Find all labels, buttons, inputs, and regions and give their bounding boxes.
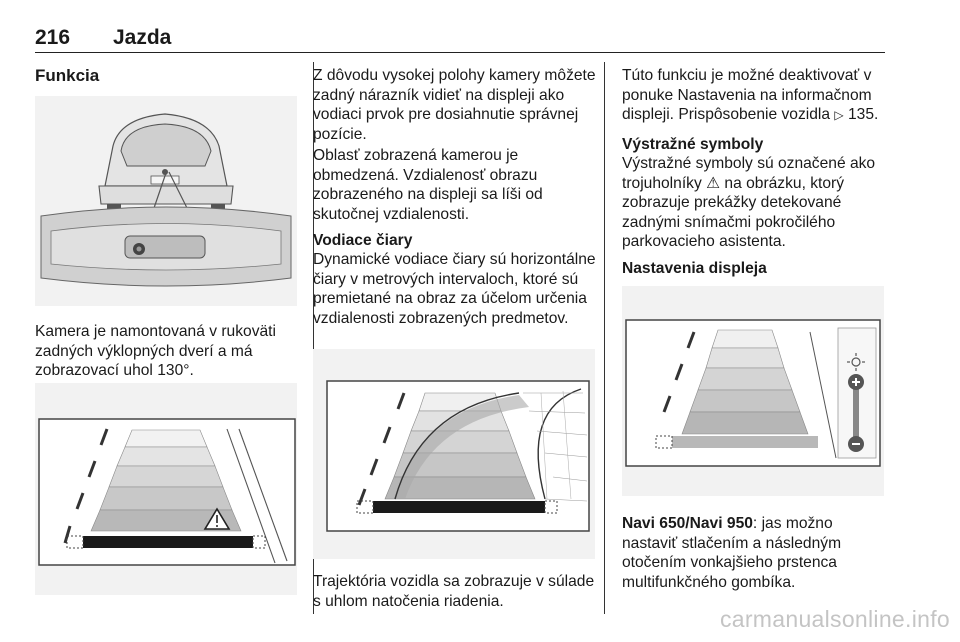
sun-icon <box>847 353 865 371</box>
text-paragraph: Výstražné symboly sú označené ako trojuh… <box>622 155 876 250</box>
text-paragraph: Kamera je namontovaná v rukoväti zadných… <box>35 323 276 379</box>
watermark: carmanualsonline.info <box>719 606 950 632</box>
text-paragraph: Oblasť zobrazená kamerou je obmedzená. V… <box>313 147 543 223</box>
text-paragraph: Navi 650/Navi 950: jas možno nastaviť st… <box>622 515 842 591</box>
ref-arrow-icon: ▷ <box>834 108 844 122</box>
page-number: 216 <box>35 26 71 49</box>
plus-icon[interactable] <box>848 374 864 390</box>
section-heading-vystrazne-symboly: Výstražné symboly <box>622 136 764 153</box>
dynamic-guide-lines-illustration <box>313 349 595 559</box>
section-heading-nastavenia-displeja: Nastavenia displeja <box>622 260 767 277</box>
text-paragraph: Dynamické vodiace čiary sú horizontálne … <box>313 251 596 327</box>
section-heading-vodiace-ciary: Vodiace čiary <box>313 232 413 249</box>
text-paragraph: Túto funkciu je možné deaktivovať v ponu… <box>622 67 879 123</box>
minus-icon[interactable] <box>848 436 864 452</box>
page-header: 216 Jazda <box>35 22 885 53</box>
camera-location-illustration <box>35 96 297 306</box>
section-heading-funkcia: Funkcia <box>35 66 100 85</box>
text-paragraph: Z dôvodu vysokej polohy kamery môžete za… <box>313 67 596 143</box>
chapter-title: Jazda <box>113 26 172 49</box>
column-divider <box>313 62 314 614</box>
rear-camera-display-illustration <box>35 383 297 595</box>
text-paragraph: Trajektória vozidla sa zobrazuje v súlad… <box>313 573 595 610</box>
column-divider <box>604 62 605 614</box>
display-settings-illustration <box>622 286 884 496</box>
warning-triangle-icon <box>203 507 231 530</box>
warning-triangle-icon: ⚠ <box>706 174 721 192</box>
